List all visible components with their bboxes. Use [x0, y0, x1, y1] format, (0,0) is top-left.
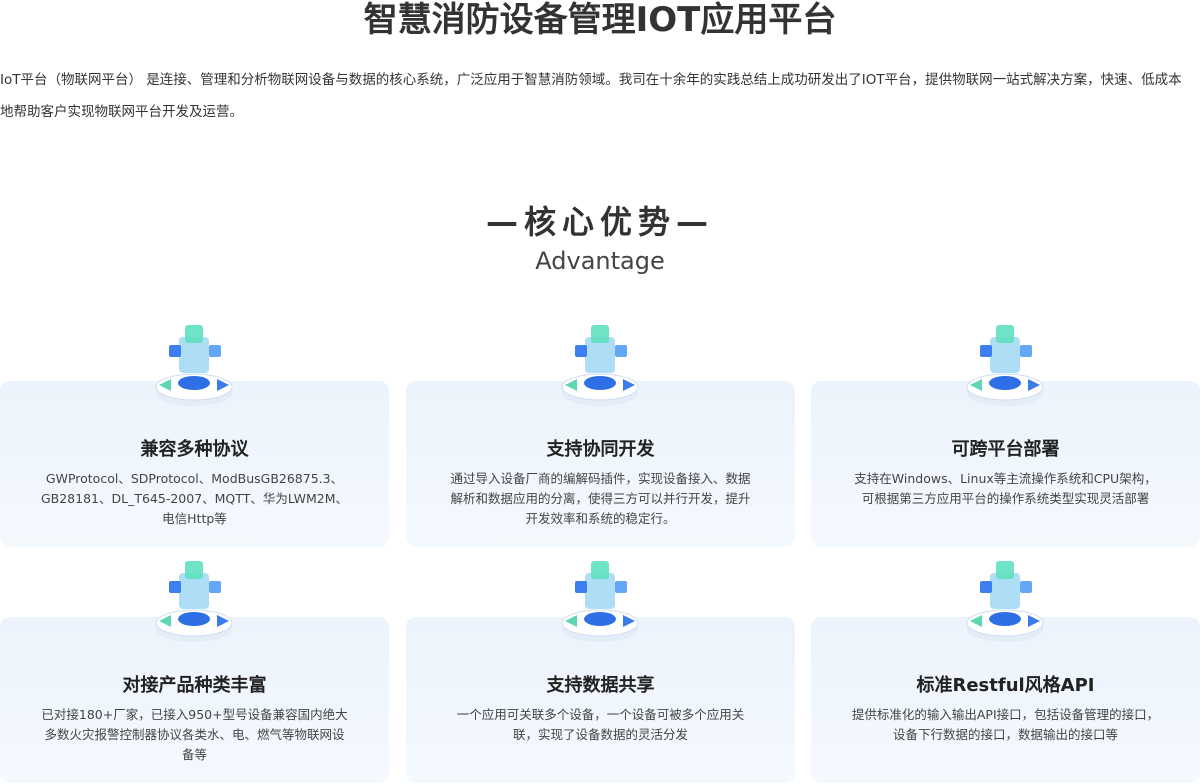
advantage-section-header: —核心优势— Advantage [0, 200, 1200, 278]
card-title: 标准Restful风格API [916, 675, 1095, 696]
card-description: 一个应用可关联多个设备，一个设备可被多个应用关联，实现了设备数据的灵活分发 [456, 707, 745, 742]
page-title: 智慧消防设备管理IOT应用平台 [363, 0, 837, 40]
stacked-cubes-icon [149, 551, 239, 646]
card-title: 支持数据共享 [546, 675, 655, 696]
protocol-cubes-icon [149, 315, 239, 410]
advantage-card: 对接产品种类丰富 已对接180+厂家，已接入950+型号设备兼容国内绝大多数火灾… [0, 617, 389, 783]
advantage-card: 可跨平台部署 支持在Windows、Linux等主流操作系统和CPU架构，可根据… [811, 381, 1200, 547]
api-code-icon [960, 551, 1050, 646]
card-description: GWProtocol、SDProtocol、ModBusGB26875.3、GB… [40, 471, 349, 526]
cloud-icon [555, 551, 645, 646]
book-pencil-icon [555, 315, 645, 410]
intro-text: IoT平台（物联网平台） 是连接、管理和分析物联网设备与数据的核心系统，广泛应用… [0, 72, 1182, 120]
advantage-card: 支持数据共享 一个应用可关联多个设备，一个设备可被多个应用关联，实现了设备数据的… [406, 617, 795, 783]
section-subtitle: Advantage [535, 247, 665, 275]
card-title: 兼容多种协议 [140, 439, 249, 460]
advantage-card: 标准Restful风格API 提供标准化的输入输出API接口，包括设备管理的接口… [811, 617, 1200, 783]
advantage-card: 兼容多种协议 GWProtocol、SDProtocol、ModBusGB268… [0, 381, 389, 547]
card-title: 支持协同开发 [546, 439, 655, 460]
card-description: 提供标准化的输入输出API接口，包括设备管理的接口，设备下行数据的接口，数据输出… [851, 707, 1160, 742]
platform-cube-icon [960, 315, 1050, 410]
section-title: —核心优势— [485, 203, 714, 241]
card-title: 可跨平台部署 [951, 439, 1060, 460]
card-title: 对接产品种类丰富 [122, 675, 267, 696]
advantage-card: 支持协同开发 通过导入设备厂商的编解码插件，实现设备接入、数据解析和数据应用的分… [406, 381, 795, 547]
card-description: 已对接180+厂家，已接入950+型号设备兼容国内绝大多数火灾报警控制器协议各类… [41, 707, 348, 762]
card-description: 支持在Windows、Linux等主流操作系统和CPU架构，可根据第三方应用平台… [854, 471, 1157, 506]
card-description: 通过导入设备厂商的编解码插件，实现设备接入、数据解析和数据应用的分离，使得三方可… [450, 471, 751, 526]
